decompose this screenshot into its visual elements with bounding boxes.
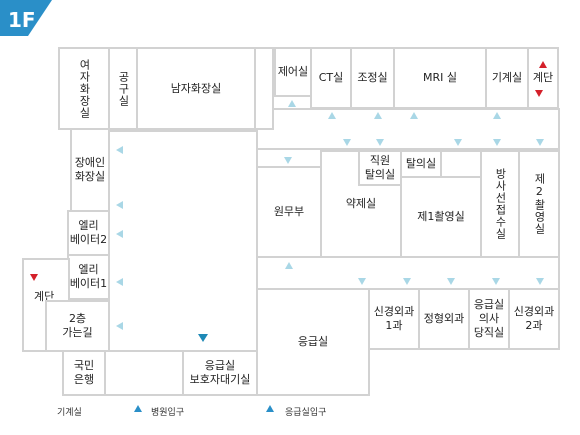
room-er-doctor-duty: 응급실 의사 당직실 — [468, 288, 510, 350]
room-control-2: 조정실 — [350, 47, 395, 109]
elevator-2-label: 엘리 베이터2 — [69, 219, 108, 246]
room-machine: 기계실 — [485, 47, 529, 109]
arrow-down-icon — [284, 157, 292, 164]
room-accessible-restroom: 장애인 화장실 — [70, 128, 110, 212]
left-corridor-block — [108, 130, 258, 352]
stairs-left-label: 계단 — [34, 290, 55, 303]
legend-hospital-entrance: 병원입구 — [151, 408, 185, 418]
arrow-up-icon — [285, 262, 293, 269]
arrow-down-icon — [447, 278, 455, 285]
arrow-left-icon — [116, 322, 123, 330]
stairs-left-down-arrow-icon — [30, 274, 38, 281]
arrow-down-icon — [536, 139, 544, 146]
arrow-left-icon — [116, 278, 123, 286]
neurosurgery-2-label: 신경외과 2과 — [513, 305, 555, 332]
arrow-down-icon — [492, 278, 500, 285]
legend-er-entrance: 응급실입구 — [285, 408, 327, 418]
room-mri: MRI 실 — [393, 47, 487, 109]
stairs-up-arrow-icon — [539, 61, 547, 68]
stairs-down-arrow-icon — [535, 90, 543, 97]
arrow-up-icon — [288, 100, 296, 107]
room-radiography-1: 제1촬영실 — [400, 176, 482, 258]
er-guardian-wait-label: 응급실 보호자대기실 — [189, 359, 251, 386]
floor-badge-label: 1F — [8, 8, 36, 32]
arrow-up-icon — [493, 112, 501, 119]
room-radiography-2: 제2촬영실 — [518, 150, 560, 258]
room-staff-locker: 직원 탈의실 — [358, 150, 402, 186]
room-ct: CT실 — [310, 47, 352, 109]
room-womens-restroom: 여자화장실 — [58, 47, 110, 130]
room-locker: 탈의실 — [400, 150, 442, 178]
arrow-down-icon — [493, 139, 501, 146]
bank-label: 국민 은행 — [73, 359, 95, 386]
arrow-down-icon — [454, 139, 462, 146]
room-radiography-1-top — [440, 150, 482, 178]
room-radiation-reception: 방사선접수실 — [480, 150, 520, 258]
elevator-1-label: 엘리 베이터1 — [69, 263, 108, 290]
way-to-2f-label: 2층 가는길 — [62, 312, 93, 339]
room-way-to-2f: 2층 가는길 — [45, 300, 110, 352]
room-emergency: 응급실 — [256, 288, 370, 396]
room-bank: 국민 은행 — [62, 350, 106, 396]
arrow-down-icon — [376, 139, 384, 146]
arrow-up-icon — [410, 112, 418, 119]
accessible-restroom-label: 장애인 화장실 — [74, 156, 106, 183]
room-elevator-2: 엘리 베이터2 — [67, 210, 110, 256]
neurosurgery-1-label: 신경외과 1과 — [373, 305, 415, 332]
room-supply: 공구실 — [108, 47, 138, 130]
arrow-left-icon — [116, 201, 123, 209]
arrow-left-icon — [116, 146, 123, 154]
arrow-up-icon — [328, 112, 336, 119]
arrow-down-icon — [536, 278, 544, 285]
right-corridor-block — [256, 108, 560, 150]
room-admin-office: 원무부 — [256, 166, 322, 258]
arrow-down-icon — [343, 139, 351, 146]
legend-er-entrance-icon — [266, 405, 274, 412]
room-control: 제어실 — [274, 47, 312, 97]
room-small-top — [254, 47, 274, 130]
room-er-guardian-wait: 응급실 보호자대기실 — [182, 350, 258, 396]
room-mens-restroom: 남자화장실 — [136, 47, 256, 130]
hospital-entrance-marker-icon — [198, 334, 208, 342]
arrow-up-icon — [374, 112, 382, 119]
room-bottom-blank — [104, 350, 184, 396]
legend-hospital-entrance-icon — [134, 405, 142, 412]
room-elevator-1: 엘리 베이터1 — [67, 254, 110, 300]
room-stairs-top: 계단 — [527, 47, 559, 109]
room-orthopedics: 정형외과 — [418, 288, 470, 350]
room-neurosurgery-1: 신경외과 1과 — [368, 288, 420, 350]
floor-badge: 1F — [0, 0, 52, 36]
arrow-down-icon — [403, 278, 411, 285]
room-neurosurgery-2: 신경외과 2과 — [508, 288, 560, 350]
legend-machine-room: 기계실 — [57, 408, 82, 418]
arrow-down-icon — [358, 278, 366, 285]
staff-locker-label: 직원 탈의실 — [364, 154, 396, 181]
stairs-top-label: 계단 — [532, 71, 554, 85]
arrow-left-icon — [116, 230, 123, 238]
er-doctor-duty-label: 응급실 의사 당직실 — [473, 298, 505, 339]
